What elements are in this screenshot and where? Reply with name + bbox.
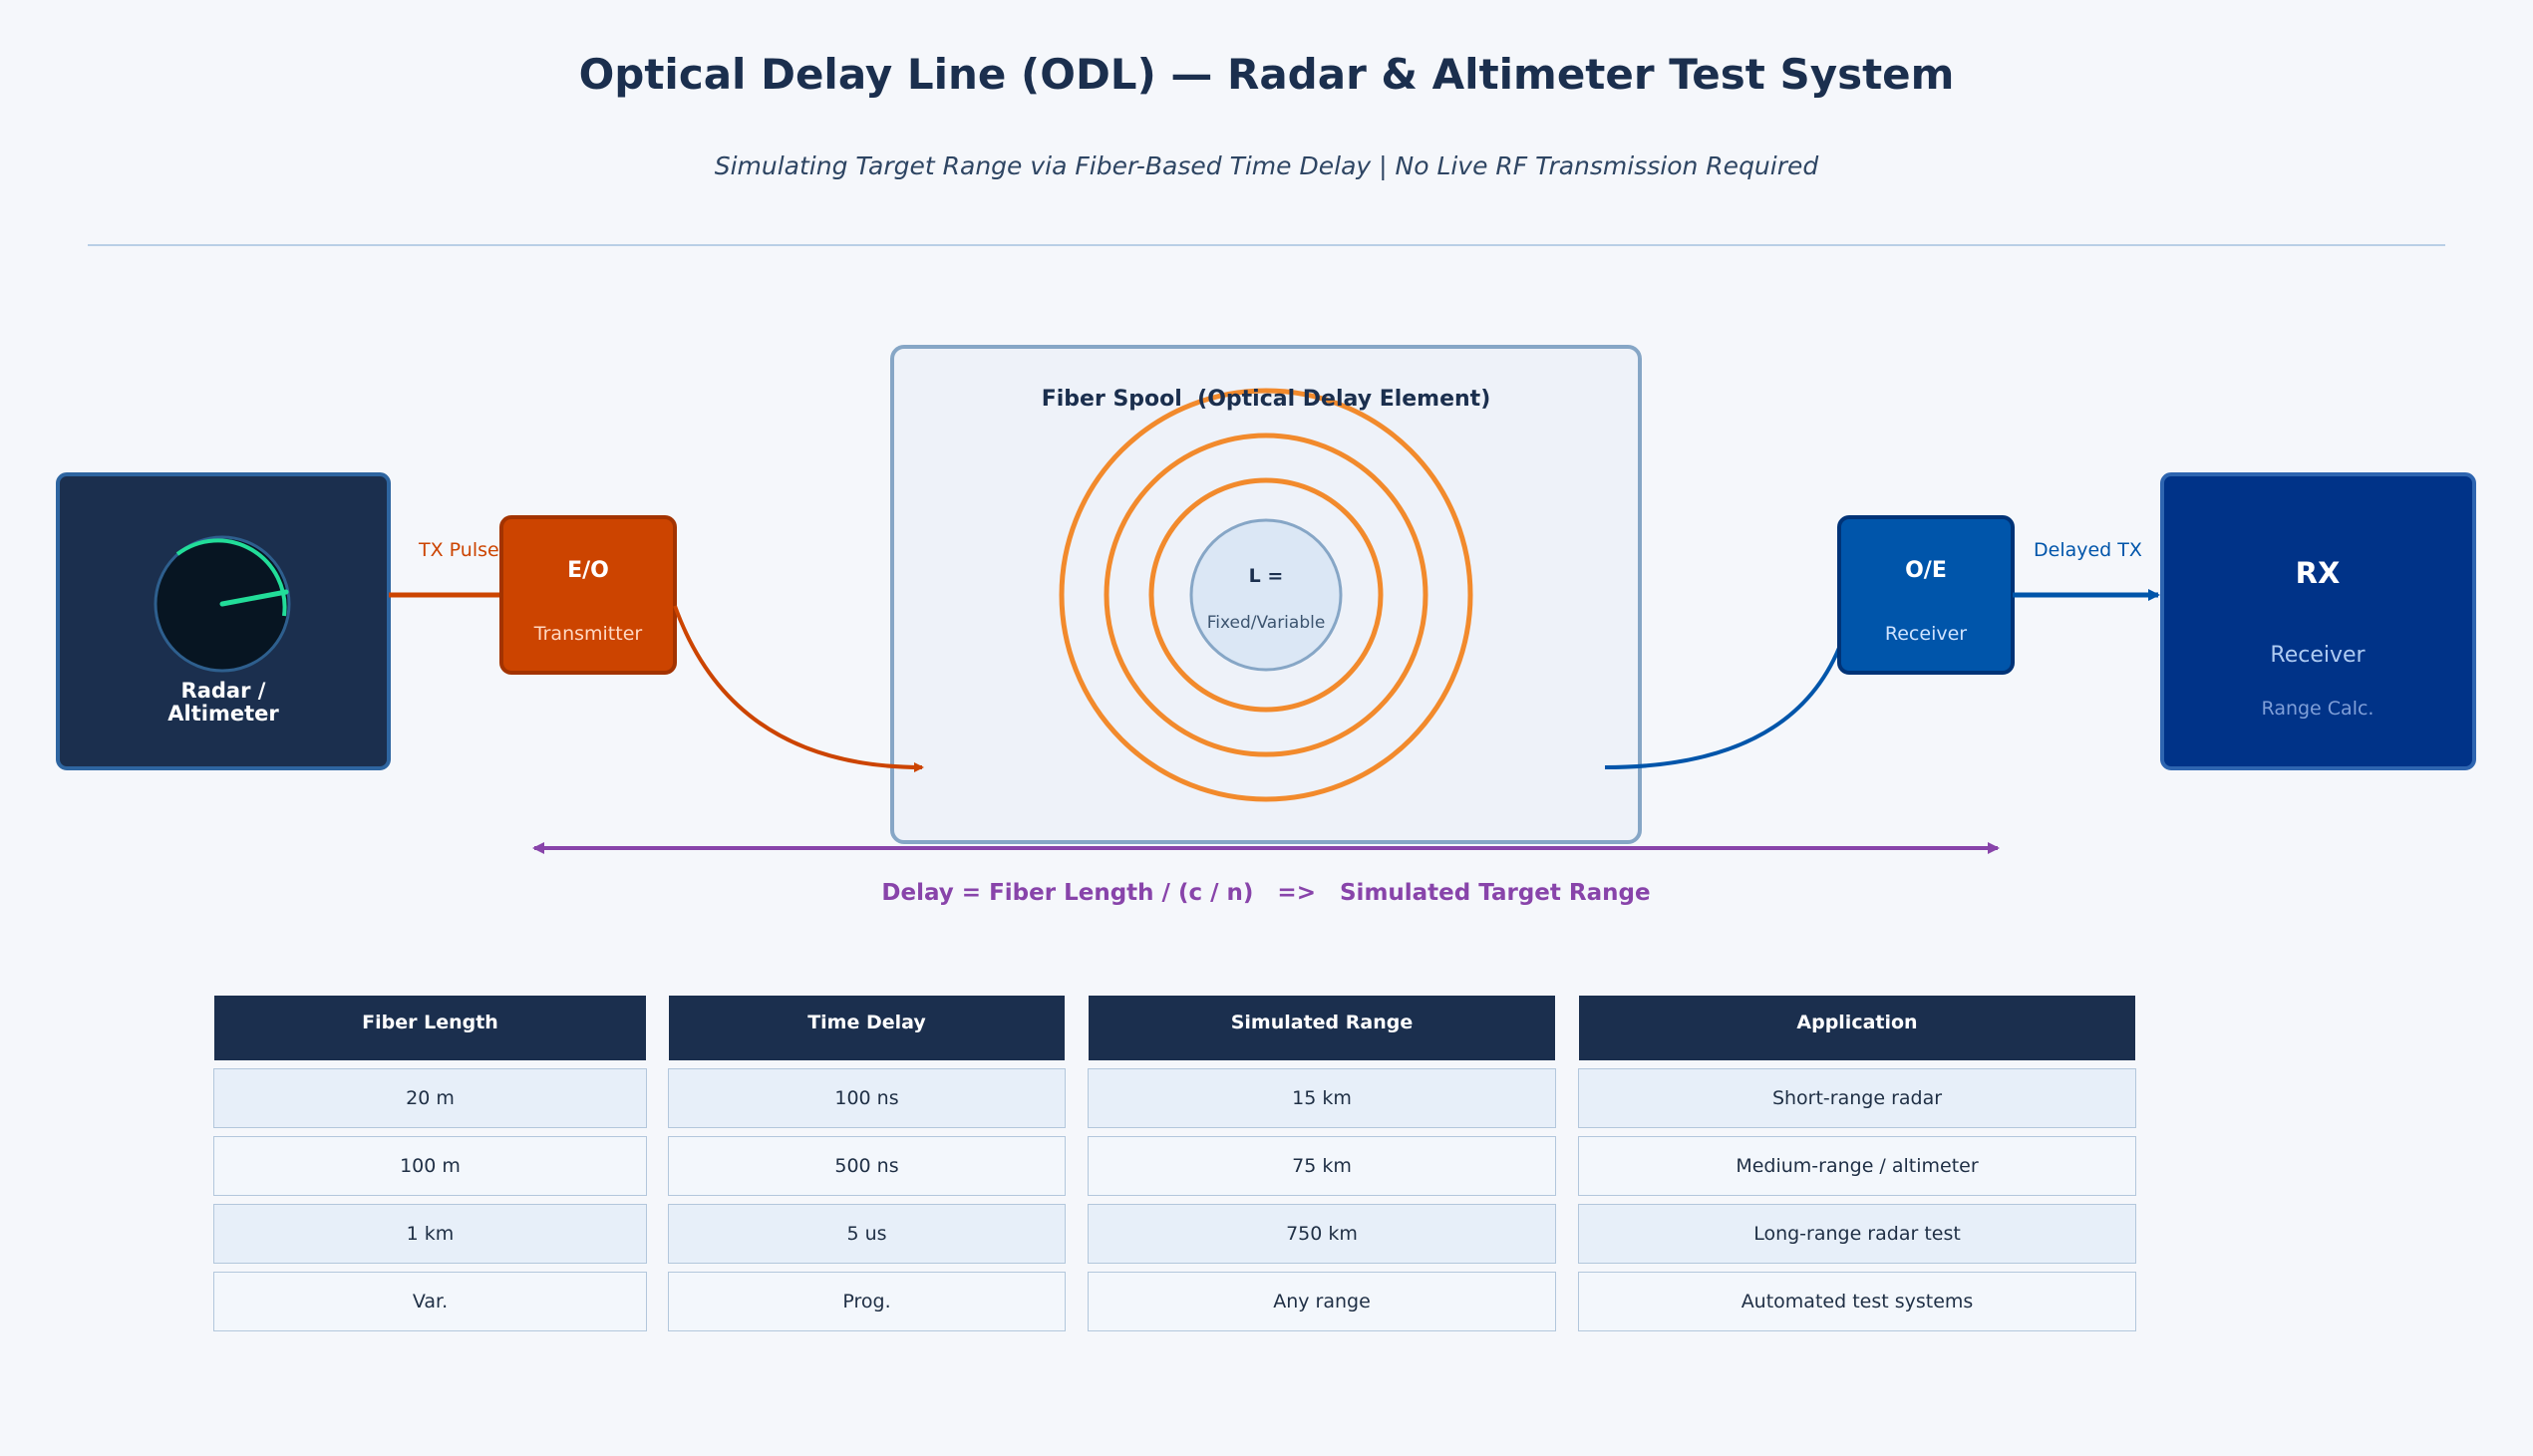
fiber-input-arrow (673, 605, 924, 772)
page-title: Optical Delay Line (ODL) — Radar & Altim… (578, 50, 1955, 99)
table-cell: Var. (213, 1272, 647, 1331)
page-subtitle: Simulating Target Range via Fiber-Based … (714, 151, 1819, 180)
eo-subtitle: Transmitter (533, 623, 643, 645)
table-cell: 100 m (213, 1136, 647, 1196)
spool-ring-inner (1148, 477, 1384, 713)
spool-ring-middle (1104, 433, 1428, 757)
gauge-icon (154, 535, 291, 673)
delayed-tx-label: Delayed TX (2034, 539, 2142, 561)
tx-pulse-label: TX Pulse (418, 539, 499, 561)
radar-altimeter-box: Radar / Altimeter (56, 472, 391, 770)
table-cell: 1 km (213, 1204, 647, 1264)
fiber-output-line (1604, 647, 1841, 769)
spool-title: Fiber Spool (Optical Delay Element) (1042, 387, 1491, 412)
oe-subtitle: Receiver (1885, 623, 1967, 645)
table-cell: Automated test systems (1578, 1272, 2136, 1331)
header-divider (88, 244, 2445, 246)
table-cell: 500 ns (668, 1136, 1066, 1196)
table-header-cell: Application (1579, 996, 2135, 1060)
table-cell: 75 km (1088, 1136, 1556, 1196)
spool-core (1189, 518, 1343, 672)
table-cell: Long-range radar test (1578, 1204, 2136, 1264)
table-header-cell: Time Delay (669, 996, 1065, 1060)
radar-label-line1: Radar / (181, 679, 266, 703)
spool-core-mode: Fixed/Variable (1207, 613, 1326, 633)
rx-subtitle: Receiver (2270, 643, 2366, 668)
spool-ring-outer (1059, 388, 1473, 802)
table-cell: 5 us (668, 1204, 1066, 1264)
eo-transmitter-box: E/O Transmitter (499, 515, 677, 675)
oe-title: O/E (1905, 558, 1947, 583)
fiber-spool-box: Fiber Spool (Optical Delay Element) L = … (890, 345, 1642, 844)
table-cell: Short-range radar (1578, 1068, 2136, 1128)
radar-label-line2: Altimeter (167, 702, 279, 726)
table-cell: 750 km (1088, 1204, 1556, 1264)
table-header-cell: Simulated Range (1089, 996, 1555, 1060)
spool-core-length: L = (1249, 565, 1284, 587)
table-header-cell: Fiber Length (214, 996, 646, 1060)
system-diagram: Fiber Spool (Optical Delay Element) L = … (56, 345, 2476, 906)
rx-detail: Range Calc. (2262, 698, 2375, 720)
eo-title: E/O (567, 558, 609, 583)
table-cell: Any range (1088, 1272, 1556, 1331)
oe-receiver-box: O/E Receiver (1837, 515, 2015, 675)
table-cell: 15 km (1088, 1068, 1556, 1128)
delay-formula: Delay = Fiber Length / (c / n) => Simula… (881, 880, 1650, 906)
rx-title: RX (2296, 556, 2341, 590)
table-cell: 20 m (213, 1068, 647, 1128)
rx-receiver-box: RX Receiver Range Calc. (2160, 472, 2476, 770)
table-cell: 100 ns (668, 1068, 1066, 1128)
table-cell: Medium-range / altimeter (1578, 1136, 2136, 1196)
table-cell: Prog. (668, 1272, 1066, 1331)
